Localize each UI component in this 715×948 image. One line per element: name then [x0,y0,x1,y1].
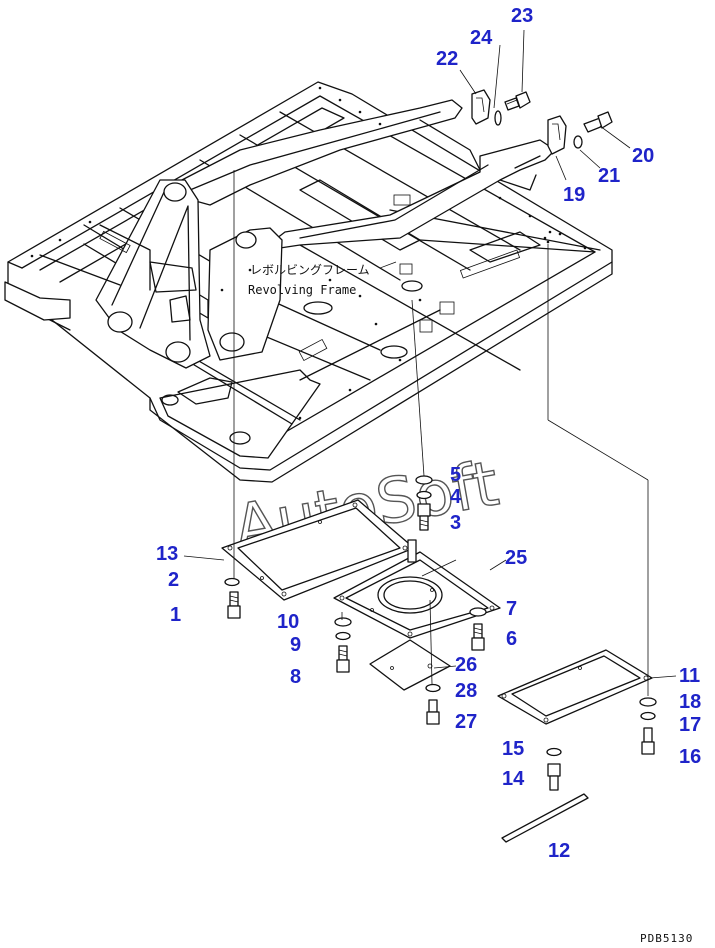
callout-9: 9 [290,634,301,656]
callout-leaders [183,555,677,679]
washer-4 [416,490,432,500]
callout-16: 16 [679,746,701,768]
callout-8: 8 [290,666,301,688]
washer-17 [640,711,656,721]
bolt-14-head [547,763,561,777]
callout-15: 15 [502,738,524,760]
bolt-set-8-10 [334,617,352,673]
drawing-number: PDB5130 [640,932,693,945]
callout-labels: 1 2 3 4 5 6 7 8 9 10 11 12 13 14 15 16 1… [156,5,701,862]
installation-lines [233,170,649,696]
washer-24 [494,110,502,126]
bracket-19 [547,115,567,155]
callout-17: 17 [679,714,701,736]
frame-label-japanese: レボルビングフレーム [250,263,370,277]
bolt-6-head [471,637,485,651]
callout-3: 3 [450,512,461,534]
callout-20: 20 [632,145,654,167]
frame-label-leader [379,261,397,269]
bracket-22 [471,89,491,125]
bolt-set-1-2 [224,577,241,619]
bolt-6-shank [473,623,483,639]
bolt-3-head [417,503,431,517]
bolt-1-head [227,605,241,619]
upper-bracket-parts [459,29,631,181]
callout-18: 18 [679,691,701,713]
washer-7 [469,607,487,617]
washer-10 [334,617,352,627]
callout-2: 2 [168,569,179,591]
callout-12: 12 [548,840,570,862]
bolt-1-shank [229,591,239,607]
revolving-frame [4,81,613,483]
callout-6: 6 [506,628,517,650]
bolt-set-3-5 [415,475,433,531]
callout-28: 28 [455,680,477,702]
dowel-pin [407,539,417,563]
callout-22: 22 [436,48,458,70]
bolt-27-shank [428,699,438,713]
callout-4: 4 [450,486,462,508]
bolt-8-head [336,659,350,673]
callout-24: 24 [470,27,493,49]
under-cover-25 [333,551,501,639]
bolt-16-head [641,741,655,755]
callout-7: 7 [506,598,517,620]
callout-5: 5 [450,464,461,486]
bolt-27-head [426,711,440,725]
under-cover-11 [497,649,653,725]
washer-18 [639,697,657,707]
bolt-23-head [515,91,531,109]
bolt-set-16-18 [639,697,657,755]
callout-25: 25 [505,547,527,569]
washer-5 [415,475,433,485]
frame-label-english: Revolving Frame [248,283,356,297]
bolt-14-shank [549,775,559,791]
callout-1: 1 [170,604,181,626]
bolt-20-head [597,111,613,129]
washer-9 [335,631,351,641]
callout-11: 11 [679,665,700,687]
under-cover-26 [369,639,451,691]
washer-28 [425,683,441,693]
washer-15 [546,747,562,757]
bolt-set-6-7 [469,607,487,651]
seal-strip-12 [501,793,589,843]
callout-10: 10 [277,611,299,633]
bolt-set-14-15 [546,747,562,791]
bolt-16-shank [643,727,653,743]
bolt-set-27-28 [425,683,441,725]
callout-23: 23 [511,5,533,27]
bolt-3-shank [419,515,429,531]
callout-13: 13 [156,543,178,565]
callout-14: 14 [502,768,525,790]
washer-21 [573,135,583,149]
callout-19: 19 [563,184,585,206]
callout-27: 27 [455,711,477,733]
washer-2 [224,577,240,587]
bolt-8-shank [338,645,348,661]
callout-26: 26 [455,654,477,676]
callout-21: 21 [598,165,620,187]
